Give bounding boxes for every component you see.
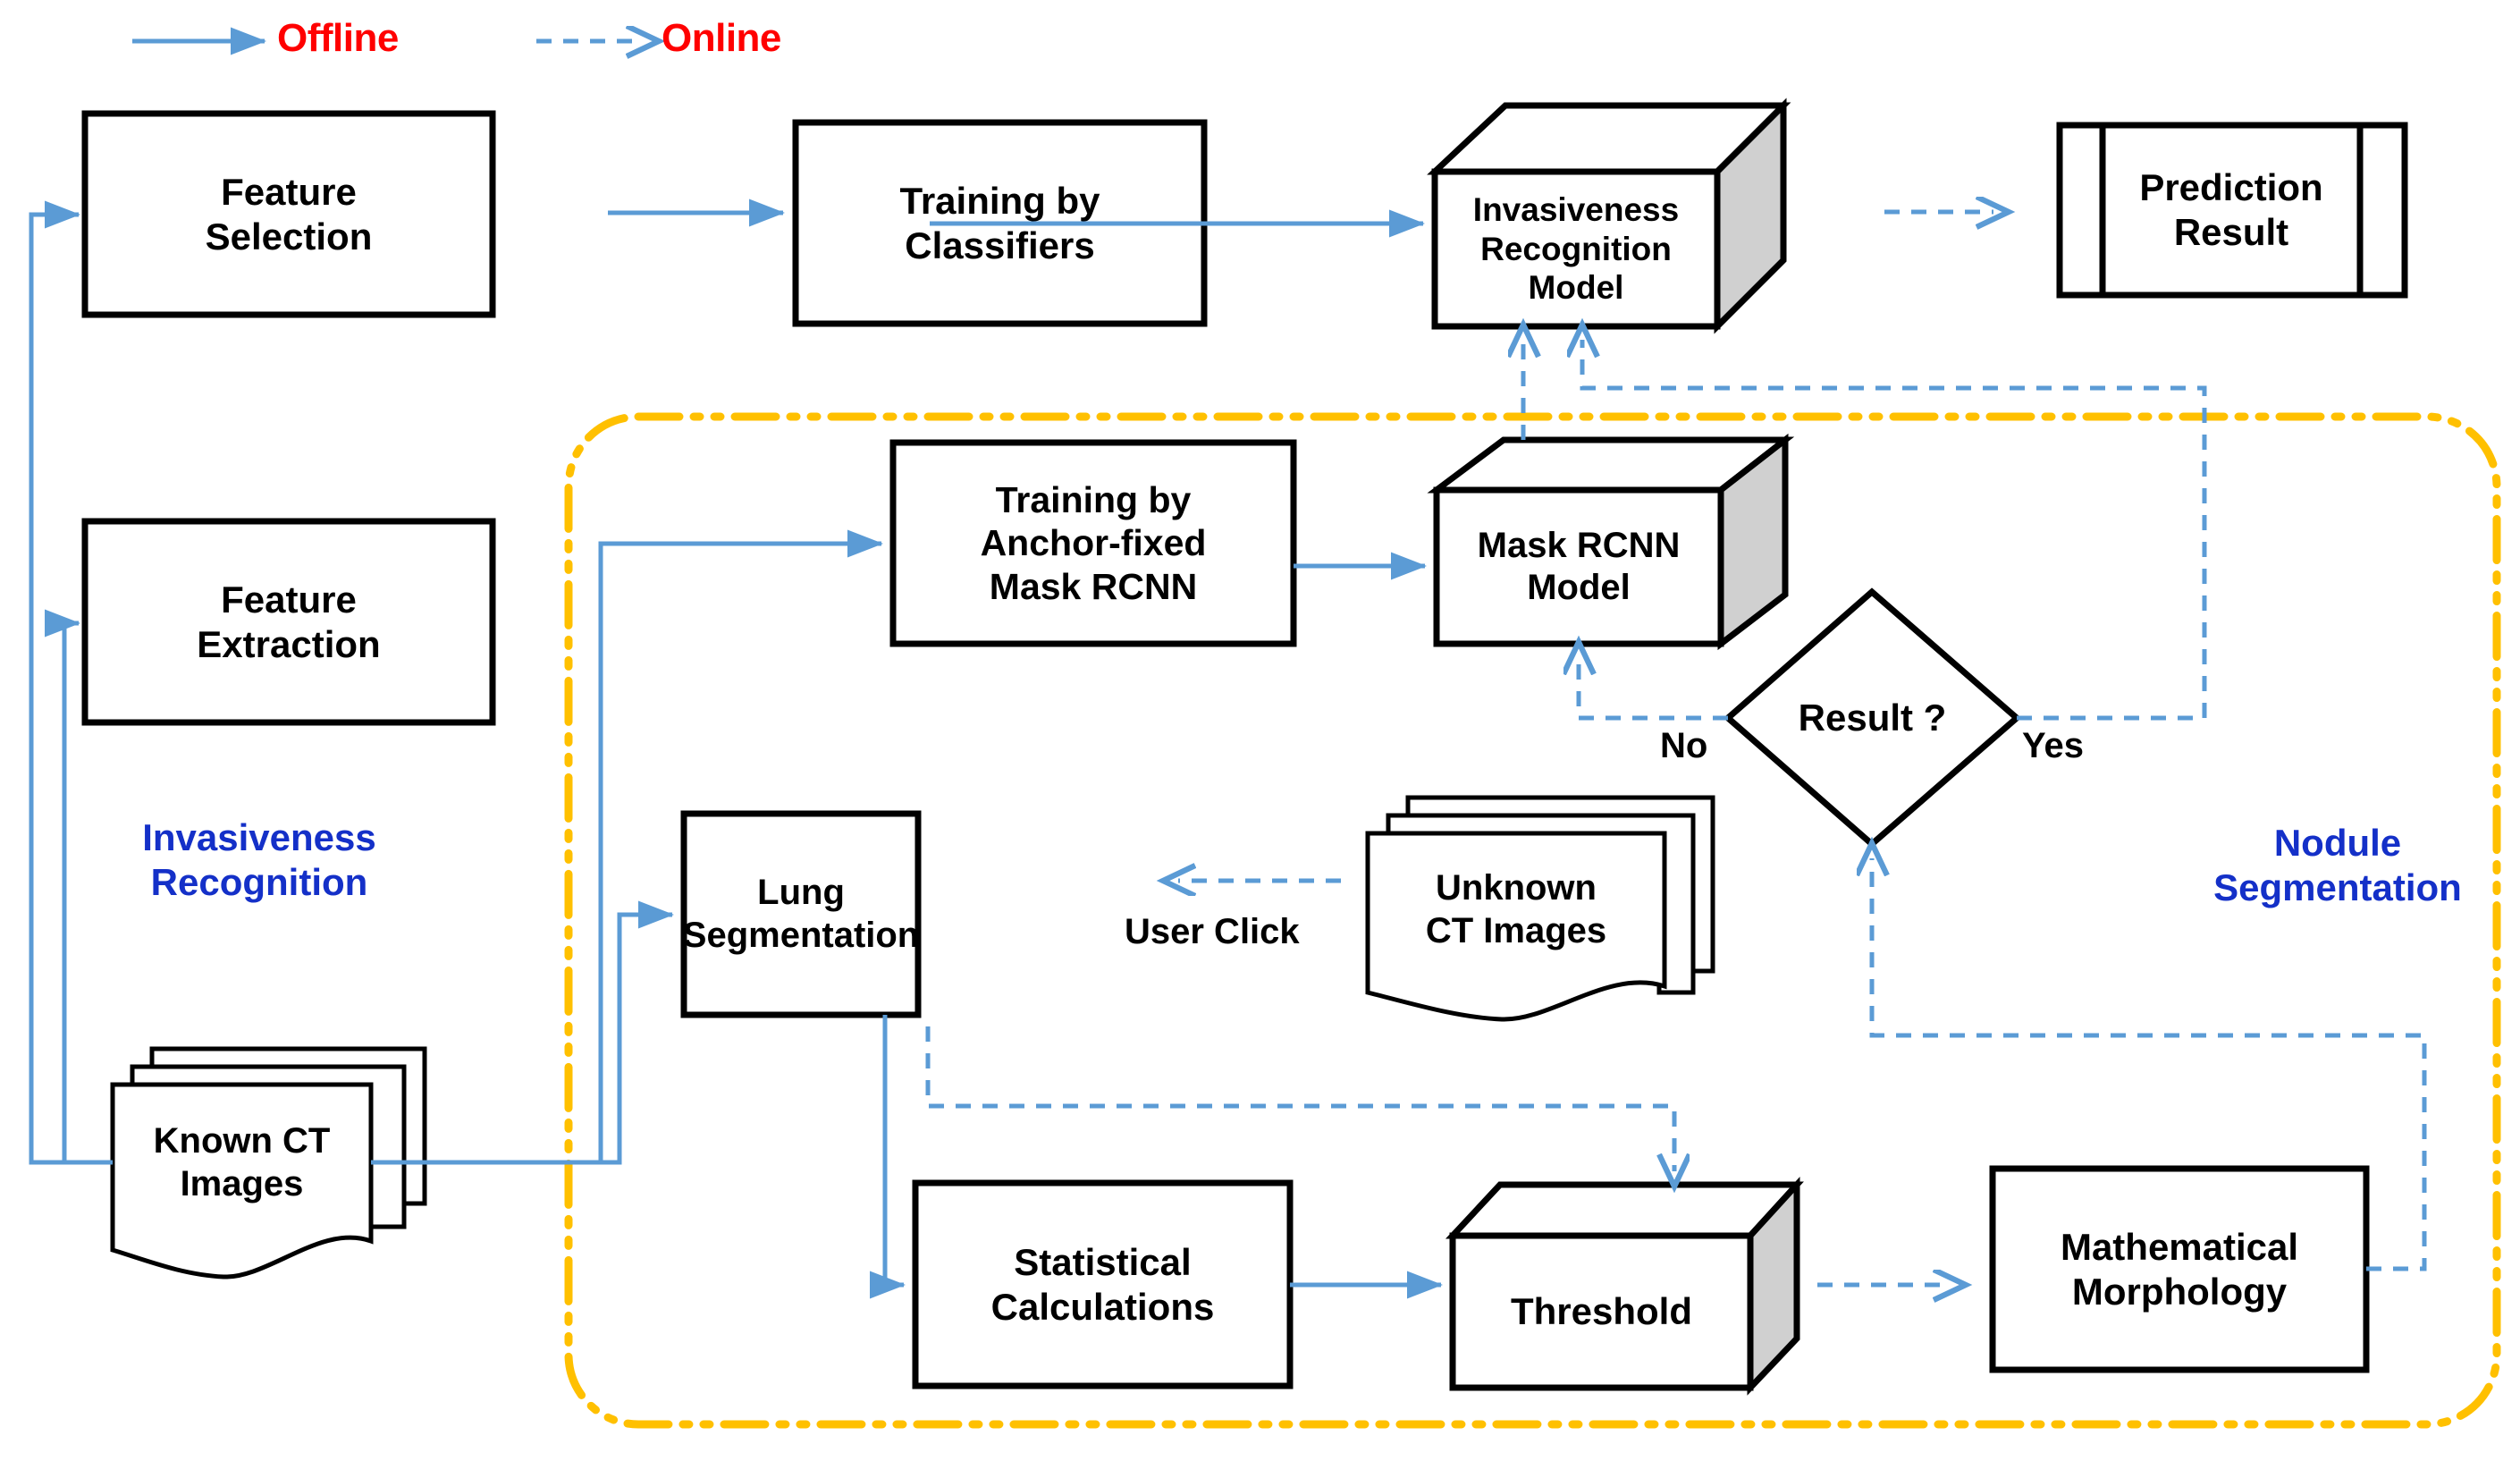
edge-lung-segmentation-to-statistical-calcs xyxy=(870,1015,906,1299)
maskrcnn-model-node[interactable] xyxy=(1427,433,1795,651)
lung-segmentation-node[interactable] xyxy=(680,810,922,1018)
group-label-invasiveness-recognition: Invasiveness Recognition xyxy=(98,815,420,904)
statistical-calcs-node[interactable] xyxy=(912,1179,1294,1389)
result-decision-node[interactable] xyxy=(1723,587,2022,849)
threshold-node[interactable] xyxy=(1445,1176,1804,1396)
edge-knownct-to-feature-extraction xyxy=(45,609,113,1165)
feature-selection-node[interactable] xyxy=(81,110,496,318)
legend-offline-label: Offline xyxy=(277,16,399,60)
known-ct-images-node[interactable] xyxy=(110,1046,427,1279)
edge-knownct-to-lung-segmentation xyxy=(371,900,675,1165)
nodule-segmentation-group-boundary xyxy=(564,412,2501,1429)
legend-online-label: Online xyxy=(662,16,781,60)
edge-label-no: No xyxy=(1660,726,1708,765)
group-label-line2: Segmentation xyxy=(2213,866,2462,908)
edge-label-yes: Yes xyxy=(2022,726,2084,765)
group-label-line1: Invasiveness xyxy=(142,816,376,858)
edge-math-morphology-to-result xyxy=(1872,858,2427,1271)
unknown-ct-images-node[interactable] xyxy=(1365,795,1715,1022)
edge-result-no-to-maskrcnn-model xyxy=(1579,657,1728,721)
group-label-nodule-segmentation: Nodule Segmentation xyxy=(2172,821,2503,909)
edge-label-user-click: User Click xyxy=(1125,912,1300,951)
group-label-line1: Nodule xyxy=(2273,822,2402,864)
edge-result-yes-to-invasiveness-model xyxy=(1582,340,2207,721)
math-morphology-node[interactable] xyxy=(1989,1165,2370,1373)
edge-lung-segmentation-to-threshold xyxy=(925,1026,1674,1171)
group-label-line2: Recognition xyxy=(150,860,368,903)
prediction-result-node[interactable] xyxy=(2056,122,2408,299)
training-maskrcnn-node[interactable] xyxy=(889,439,1297,647)
feature-extraction-node[interactable] xyxy=(81,518,496,726)
invasiveness-model-node[interactable] xyxy=(1427,97,1791,334)
